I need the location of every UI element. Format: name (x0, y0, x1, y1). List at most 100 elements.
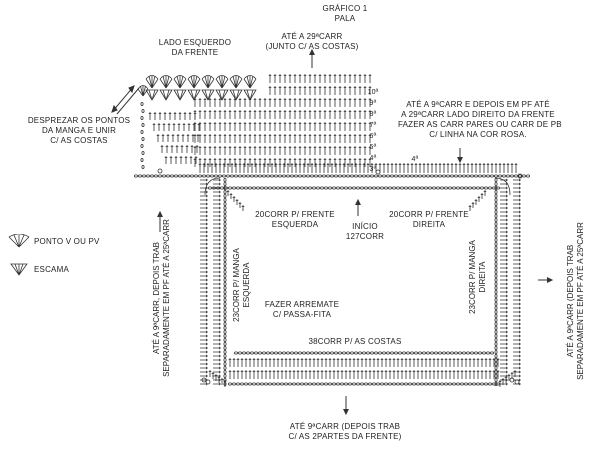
stitch-mark (410, 163, 414, 173)
stitch-mark (253, 98, 257, 107)
chain-mark (381, 174, 386, 178)
chain-mark (273, 174, 278, 178)
legend-label-escama: ESCAMA (34, 265, 69, 274)
stitch-mark (471, 202, 475, 208)
stitch-mark (238, 163, 242, 173)
stitch-mark (213, 226, 221, 230)
chain-mark (223, 253, 227, 258)
chain-mark (271, 186, 276, 190)
chain-mark (505, 174, 510, 178)
stitch-mark (186, 134, 190, 142)
chain-mark (223, 293, 227, 298)
stitch-mark (308, 146, 312, 155)
stitch-mark (303, 86, 307, 95)
chain-mark (491, 382, 496, 386)
chain-mark (223, 213, 227, 218)
chain-mark (317, 174, 322, 178)
stitch-mark (328, 122, 332, 131)
chain-mark (233, 351, 238, 355)
legend-item-ponto-v: PONTO V OU PV (6, 234, 116, 248)
chain-mark (419, 382, 424, 386)
chain-mark (141, 109, 145, 114)
chain-mark (333, 174, 338, 178)
chain-mark (445, 174, 450, 178)
chain-mark (375, 382, 380, 386)
stitch-mark (200, 258, 208, 262)
stitch-mark (252, 370, 256, 379)
chain-mark (223, 209, 227, 214)
stitch-mark (344, 358, 348, 367)
stitch-mark (458, 163, 462, 173)
label-manga-dir: 23CORR P/ MANGA DIREITA (468, 240, 487, 314)
arrow-up-inicio-head (355, 198, 361, 206)
stitch-mark (266, 163, 270, 173)
stitch-mark (358, 110, 362, 119)
row-number: 7ª (369, 122, 377, 129)
stitch-mark (312, 370, 316, 379)
stitch-mark (480, 193, 484, 199)
stitch-mark (500, 262, 508, 266)
triangle-icon (173, 89, 187, 101)
stitch-mark (318, 98, 322, 107)
legend-item-escama: ESCAMA (6, 262, 116, 276)
chain-mark (251, 186, 256, 190)
stitch-mark (228, 358, 232, 367)
stitch-mark (232, 358, 236, 367)
chain-mark (341, 174, 346, 178)
fan-icon (187, 75, 201, 89)
stitch-mark (243, 146, 247, 155)
stitch-mark (448, 358, 452, 367)
stitch-mark (253, 146, 257, 155)
stitch-mark (338, 134, 342, 143)
chain-mark (477, 174, 482, 178)
stitch-mark (248, 134, 252, 143)
stitch-mark (513, 326, 521, 330)
stitch-mark (328, 74, 332, 83)
stitch-mark (200, 242, 208, 246)
stitch-mark (194, 156, 198, 164)
stitch-mark (278, 110, 282, 119)
stitch-mark (213, 358, 221, 362)
arrow-down-right-top-head (457, 156, 463, 164)
chain-mark (494, 221, 498, 226)
stitch-mark (283, 86, 287, 95)
stitch-mark (200, 374, 208, 378)
stitch-mark (213, 278, 221, 282)
stitch-mark (213, 218, 221, 222)
chain-mark (229, 174, 234, 178)
stitch-mark (500, 286, 508, 290)
chain-mark (283, 382, 288, 386)
corner-loop (517, 173, 523, 179)
row-number-4-right: 4ª (411, 156, 419, 163)
stitch-mark (238, 122, 242, 131)
chain-mark (329, 351, 334, 355)
chain-mark (233, 174, 238, 178)
chain-mark (297, 351, 302, 355)
legend: PONTO V OU PV ESCAMA (6, 234, 116, 282)
triangle-icon (10, 263, 28, 276)
stitch-mark (200, 282, 208, 286)
chain-mark (331, 382, 336, 386)
stitch-mark (510, 163, 514, 173)
stitch-mark (248, 110, 252, 119)
stitch-mark (454, 163, 458, 173)
chain-mark (494, 217, 498, 222)
stitch-mark (236, 358, 240, 367)
stitch-mark (343, 122, 347, 131)
stitch-mark (384, 370, 388, 379)
stitch-mark (513, 334, 521, 338)
stitch-mark (368, 86, 372, 95)
stitch-mark (513, 254, 521, 258)
stitch-mark (184, 156, 188, 164)
chain-mark (223, 337, 227, 342)
chain-mark (494, 337, 498, 342)
stitch-mark (273, 86, 277, 95)
stitch-mark (250, 163, 254, 173)
chain-mark (379, 186, 384, 190)
chain-mark (495, 186, 500, 190)
chain-mark (345, 174, 350, 178)
chain-mark (453, 351, 458, 355)
stitch-mark (323, 74, 327, 83)
stitch-mark (336, 358, 340, 367)
chain-mark (389, 174, 394, 178)
